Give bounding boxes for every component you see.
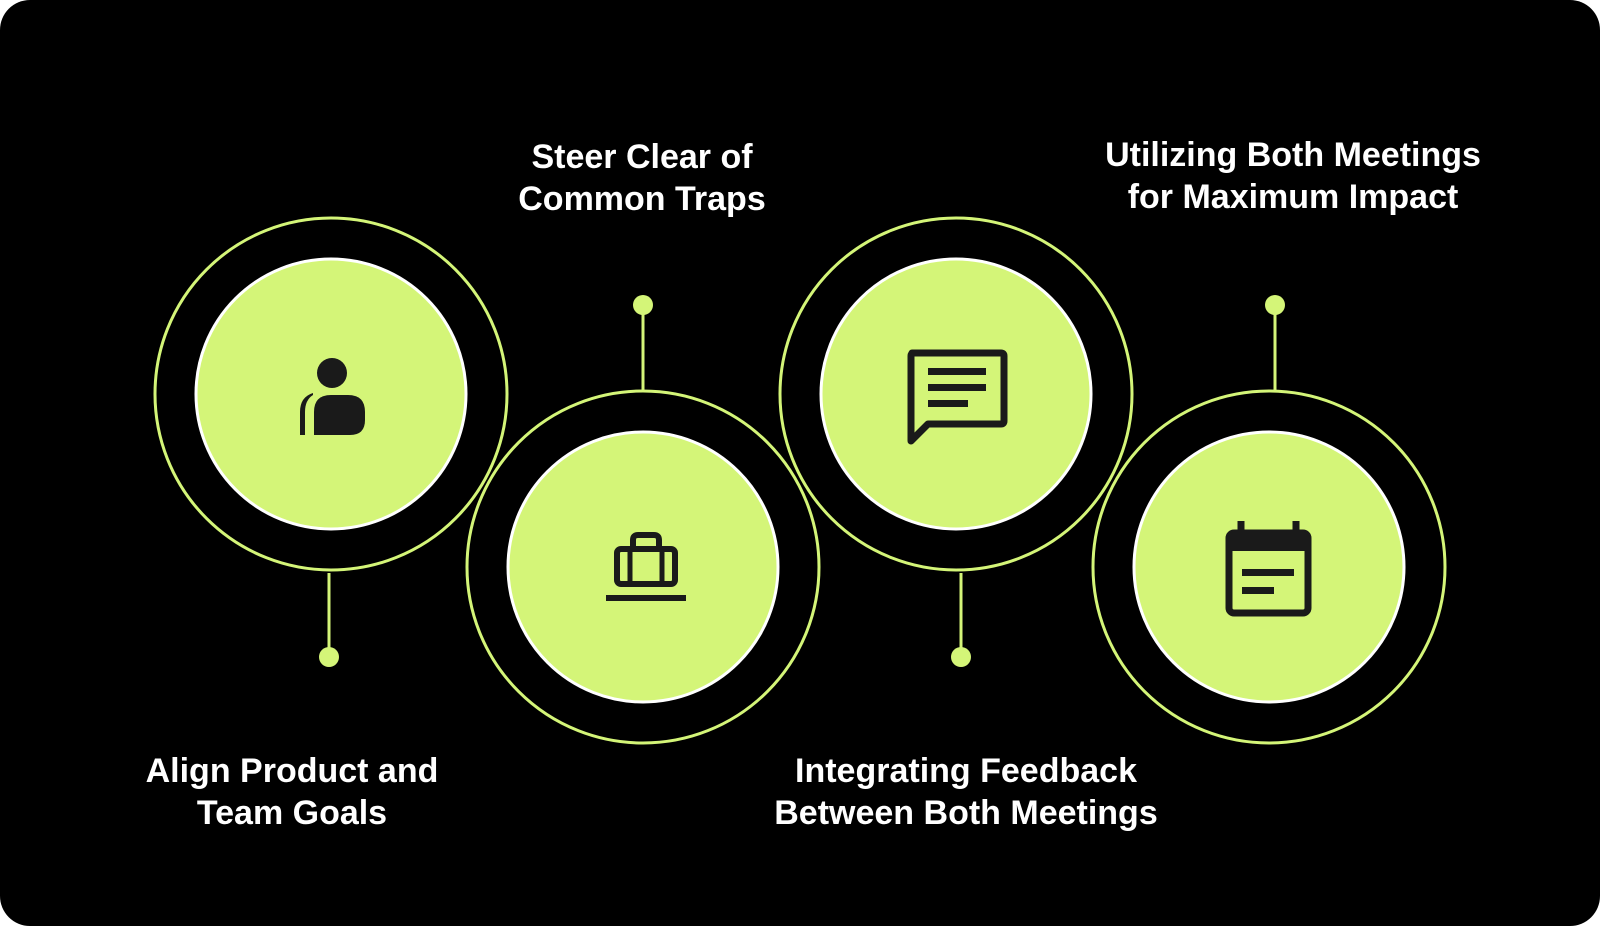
step-4-label-line-2: for Maximum Impact	[1127, 178, 1459, 216]
step-2	[465, 295, 821, 745]
step-4-dot	[1265, 295, 1285, 315]
step-3-label-line-1: Integrating Feedback	[795, 752, 1137, 790]
step-4-inner-circle	[1132, 430, 1406, 704]
step-1-label-line-2: Team Goals	[196, 794, 388, 832]
user-icon	[300, 358, 365, 435]
briefcase-icon	[606, 532, 686, 601]
step-3-inner-circle	[819, 257, 1093, 531]
step-2-label: Steer Clear of Common Traps	[422, 136, 862, 220]
step-4-label-line-1: Utilizing Both Meetings	[1105, 136, 1481, 174]
step-2-dot	[633, 295, 653, 315]
step-3-label-line-2: Between Both Meetings	[774, 794, 1158, 832]
chat-icon	[907, 349, 1008, 445]
step-1-label: Align Product and Team Goals	[72, 750, 512, 834]
step-3	[778, 216, 1134, 667]
step-1-label-line-1: Align Product and	[145, 752, 439, 790]
calendar-icon	[1225, 521, 1312, 617]
step-2-label-line-1: Steer Clear of	[531, 138, 753, 176]
step-4-label: Utilizing Both Meetings for Maximum Impa…	[1073, 134, 1513, 218]
step-2-label-line-2: Common Traps	[518, 180, 766, 218]
step-1-inner-circle	[194, 257, 468, 531]
step-1	[153, 216, 509, 667]
step-3-label: Integrating Feedback Between Both Meetin…	[746, 750, 1186, 834]
step-2-inner-circle	[506, 430, 780, 704]
step-3-dot	[951, 647, 971, 667]
step-1-dot	[319, 647, 339, 667]
step-4	[1091, 295, 1447, 745]
